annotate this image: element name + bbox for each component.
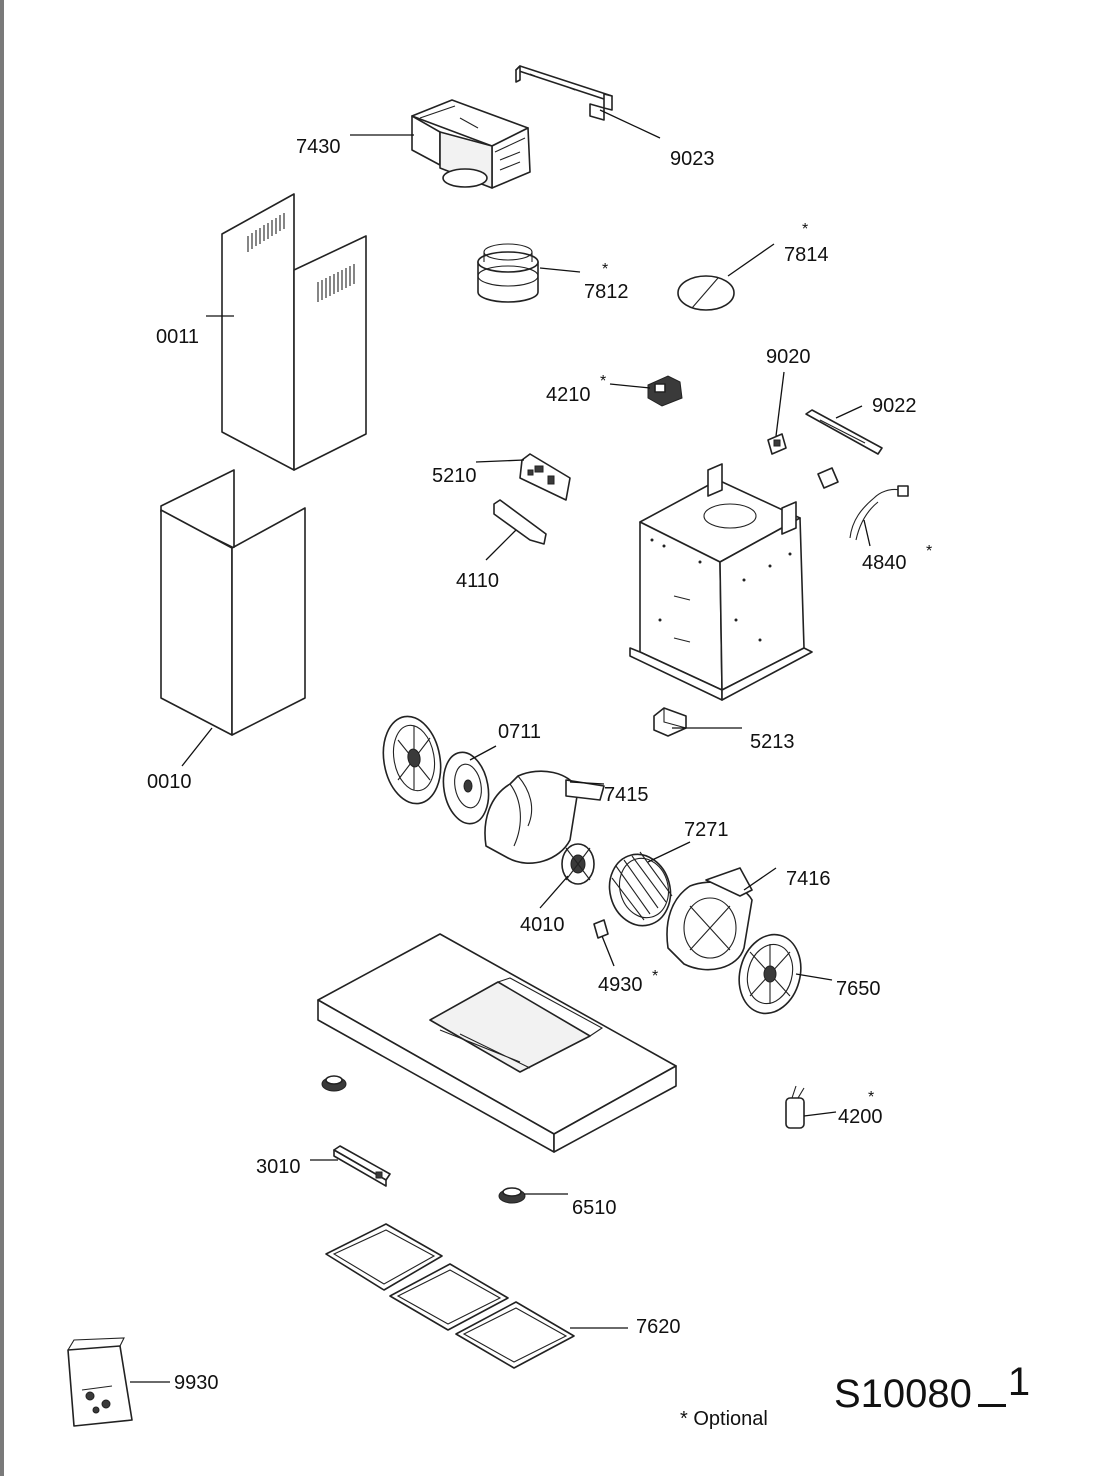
- label-part-6510: 6510: [572, 1197, 617, 1219]
- label-part-7650: 7650: [836, 978, 881, 1000]
- leader-4840: [863, 519, 871, 547]
- leader-0010: [181, 727, 213, 767]
- leader-5210: [475, 459, 525, 463]
- leader-7271: [647, 841, 691, 863]
- optional-marker-4210: *: [600, 373, 607, 390]
- leader-0711: [469, 745, 497, 761]
- leader-4930: [601, 935, 615, 967]
- upper-chimney-0011-drawing: [221, 193, 367, 471]
- label-part-3010: 3010: [256, 1156, 301, 1178]
- leader-9020: [775, 371, 785, 437]
- leader-lines: [130, 109, 871, 1383]
- label-part-5213: 5213: [750, 731, 795, 753]
- pcb-5210-drawing: [519, 453, 571, 501]
- motor-housing-box-drawing: [629, 463, 813, 701]
- leader-7814: [727, 243, 775, 277]
- leader-4110: [485, 529, 517, 561]
- label-part-7814: 7814: [784, 244, 829, 266]
- filters-7620-drawing: [325, 1223, 575, 1369]
- strip-3010-drawing: [333, 1145, 391, 1187]
- inlet-ring-0711-drawing: [442, 751, 490, 825]
- knob-6510-drawing: [498, 1187, 526, 1204]
- motor-4010-drawing: [561, 843, 595, 885]
- leader-7416: [743, 867, 777, 891]
- leader-4200: [803, 1111, 837, 1117]
- switch-4210-drawing: [647, 375, 683, 407]
- diagram-code-main: S10080: [834, 1372, 972, 1416]
- label-part-9023: 9023: [670, 148, 715, 170]
- leader-9023: [599, 109, 661, 139]
- scroll-housing-7415-drawing: [484, 770, 605, 864]
- optional-marker-4200: *: [868, 1089, 875, 1106]
- label-part-7620: 7620: [636, 1316, 681, 1338]
- label-part-4840: 4840: [862, 552, 907, 574]
- label-part-7812: 7812: [584, 281, 629, 303]
- scroll-housing-7416-drawing: [666, 867, 753, 971]
- hardware-bag-9930-drawing: [67, 1337, 133, 1427]
- knob-left-drawing: [321, 1075, 347, 1092]
- clip-9020-drawing: [767, 433, 787, 455]
- label-part-7416: 7416: [786, 868, 831, 890]
- label-part-9022: 9022: [872, 395, 917, 417]
- label-part-9020: 9020: [766, 346, 811, 368]
- page-left-edge: [0, 0, 4, 1476]
- optional-marker-7812: *: [602, 261, 609, 278]
- lower-chimney-0010-drawing: [160, 469, 306, 736]
- cover-4110-drawing: [493, 499, 547, 545]
- capacitor-4200-drawing: [785, 1085, 805, 1129]
- duct-transition-7430-drawing: [411, 99, 531, 189]
- leader-9022: [835, 405, 863, 419]
- diagram-code: S10080 1: [834, 1362, 1030, 1416]
- blower-wheel-7271-drawing: [608, 851, 673, 927]
- leader-4010: [539, 875, 569, 909]
- diagram-code-suffix: 1: [1007, 1360, 1031, 1404]
- label-part-0011: 0011: [156, 326, 200, 348]
- label-part-0010: 0010: [147, 771, 192, 793]
- damper-7814-drawing: [677, 275, 735, 311]
- leader-7415: [569, 781, 605, 785]
- hood-canopy-drawing: [317, 933, 677, 1153]
- part-4930-drawing: [593, 919, 609, 939]
- optional-marker-7814: *: [802, 221, 809, 238]
- cable-4840-drawing: [849, 485, 909, 541]
- bracket-9023-drawing: [515, 65, 613, 121]
- optional-marker-4840: *: [926, 543, 933, 560]
- diagram-code-underscore: [977, 1374, 1006, 1407]
- label-part-7430: 7430: [296, 136, 341, 158]
- optional-marker-4930: *: [652, 968, 659, 985]
- strip-9022-drawing: [805, 409, 883, 455]
- grille-7650-drawing: [738, 933, 802, 1015]
- collar-7812-drawing: [477, 243, 539, 303]
- label-part-4110: 4110: [456, 570, 500, 592]
- grille-left-drawing: [382, 715, 442, 805]
- label-part-9930: 9930: [174, 1372, 219, 1394]
- label-part-4010: 4010: [520, 914, 565, 936]
- label-part-5210: 5210: [432, 465, 477, 487]
- leader-7650: [795, 973, 833, 981]
- leader-4210: [609, 383, 651, 389]
- optional-legend-note: * Optional: [680, 1408, 768, 1430]
- label-part-4930: 4930: [598, 974, 643, 996]
- block-5213-drawing: [653, 707, 687, 737]
- label-part-0711: 0711: [498, 721, 542, 743]
- leader-7812: [539, 267, 581, 273]
- label-part-7271: 7271: [684, 819, 729, 841]
- label-part-4200: 4200: [838, 1106, 883, 1128]
- label-part-7415: 7415: [604, 784, 649, 806]
- connector-block-drawing: [817, 467, 839, 489]
- label-part-4210: 4210: [546, 384, 591, 406]
